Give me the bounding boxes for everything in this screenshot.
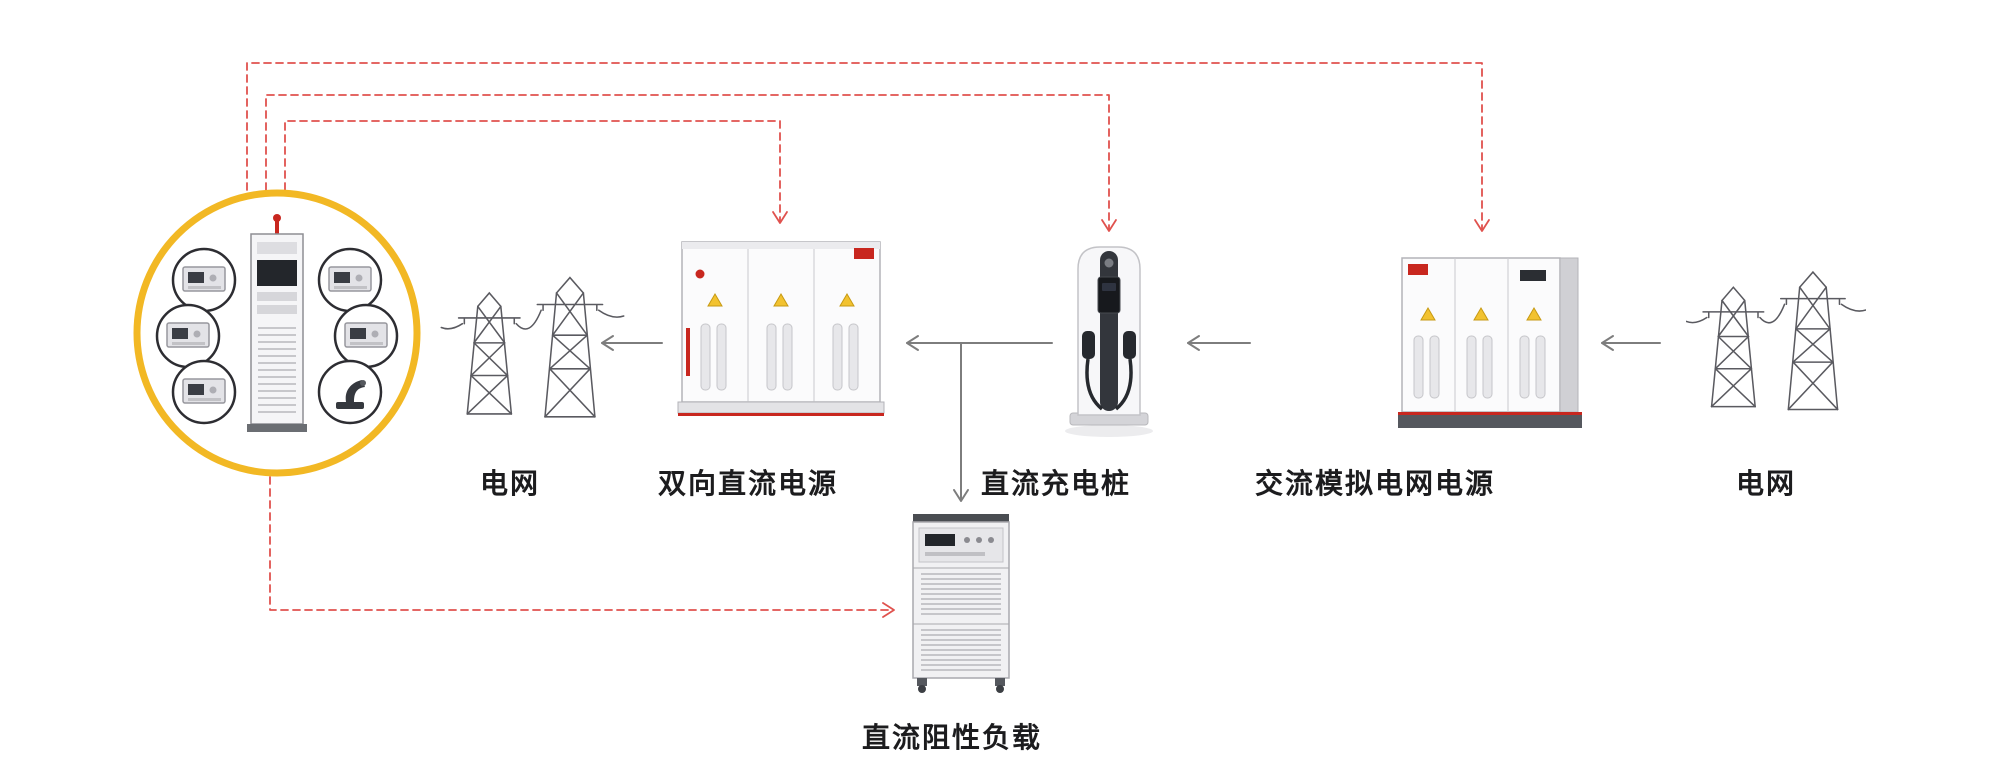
dashed-link-to-ac-simulator [246, 62, 1483, 231]
brand-logo [854, 248, 874, 259]
instrument-circle [171, 359, 237, 425]
power-wires [1686, 303, 1866, 324]
power-wires [440, 309, 625, 330]
node-ac-grid-simulator [1398, 250, 1582, 440]
transmission-tower-icon [440, 276, 625, 418]
node-measurement-system [132, 188, 422, 478]
load-display [925, 534, 955, 546]
arrowhead-left-icon [1187, 335, 1200, 351]
label-ac-grid-simulator: 交流模拟电网电源 [1254, 468, 1496, 499]
dashed-link-to-dc-cabinet [284, 120, 781, 223]
measurement-dashed-links [246, 62, 1490, 618]
arrowhead-down-icon [1474, 219, 1490, 232]
instrument-circle [333, 303, 399, 369]
label-dc-charging-pile: 直流充电桩 [980, 468, 1132, 499]
load-rack-icon [912, 514, 1010, 693]
power-cabinet-icon [1398, 257, 1582, 428]
warning-sticker-icon [707, 293, 855, 307]
vent-grille-bottom [921, 629, 1001, 671]
base-red-stripe [678, 413, 884, 416]
vent-grille-top [921, 573, 1001, 615]
ev-charger-icon [1065, 246, 1153, 437]
vent-slots [700, 323, 859, 391]
instrument-circle [317, 247, 383, 313]
node-dc-resistive-load [905, 512, 1017, 694]
instrument-circle [171, 247, 237, 313]
label-dc-resistive-load: 直流阻性负载 [861, 722, 1043, 753]
arrowhead-down-icon [772, 211, 788, 224]
charging-gun-left [1082, 331, 1095, 359]
dashed-link-to-load [269, 476, 894, 611]
charger-logo [1104, 258, 1114, 268]
measurement-rack-icon [247, 214, 307, 432]
power-flow-arrows [601, 335, 1661, 502]
side-red-strip [686, 328, 690, 376]
label-bidirectional-dc-power: 双向直流电源 [657, 468, 839, 499]
charger-screen [1097, 276, 1121, 314]
node-grid-right [1686, 258, 1866, 433]
transmission-tower-icon [1686, 270, 1866, 411]
brand-logo [1408, 264, 1428, 275]
vent-slots [1413, 335, 1546, 399]
arrowhead-down-icon [953, 489, 969, 502]
arrowhead-left-icon [601, 335, 614, 351]
dashed-link-to-charger [265, 94, 1110, 231]
rack-screen [257, 260, 297, 286]
node-grid-left [440, 268, 625, 436]
node-bidirectional-dc-power [676, 232, 890, 428]
robot-arm-circle [317, 359, 383, 425]
charging-cable-left [1085, 358, 1104, 411]
label-grid-left: 电网 [479, 468, 541, 499]
node-dc-charging-pile [1056, 243, 1162, 441]
arrowhead-right-icon [882, 602, 895, 618]
caster-wheel [918, 685, 926, 693]
warning-sticker-icon [1420, 307, 1542, 321]
arrowhead-left-icon [906, 335, 919, 351]
caster-wheel [996, 685, 1004, 693]
cabinet-display [1520, 270, 1546, 281]
charging-gun-right [1123, 331, 1136, 359]
base-red-stripe [1398, 412, 1582, 415]
emergency-stop-button [695, 269, 705, 279]
label-grid-right: 电网 [1735, 468, 1797, 499]
measurement-instruments-circle-icon [133, 189, 421, 477]
charging-cable-right [1114, 358, 1133, 411]
arrowhead-down-icon [1101, 219, 1117, 232]
power-cabinet-icon [677, 241, 885, 416]
instrument-circle [155, 303, 221, 369]
arrowhead-left-icon [1601, 335, 1614, 351]
